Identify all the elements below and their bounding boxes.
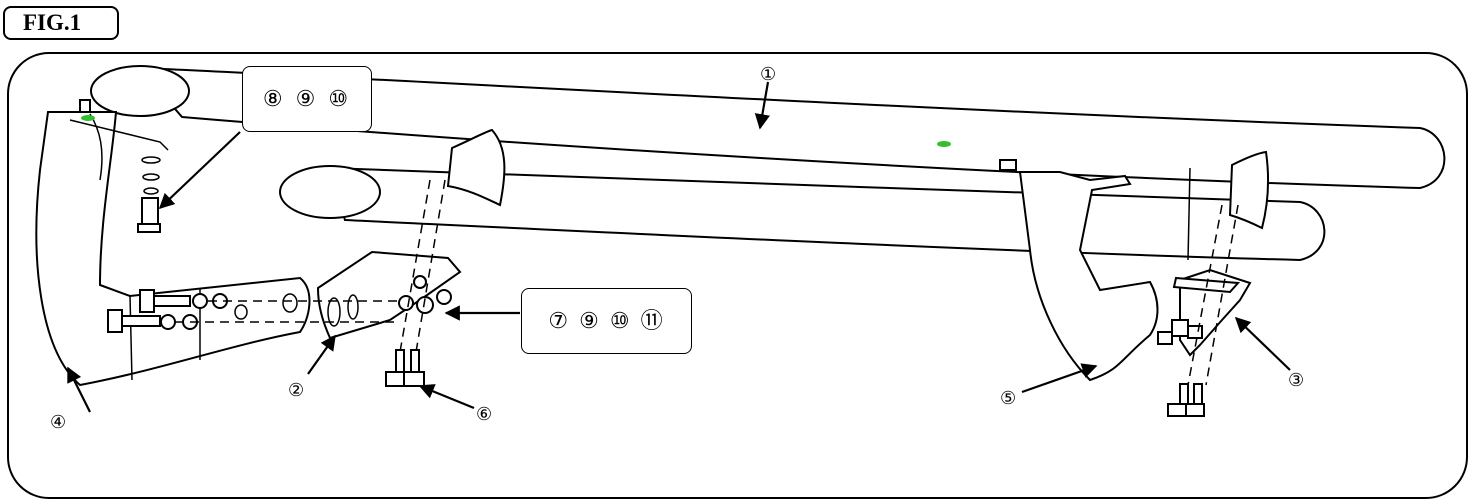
part-number-4: ④ [50, 412, 67, 433]
cross-brace-right [1228, 150, 1270, 230]
diagram-frame [7, 52, 1468, 499]
hardware-callout-upper: ⑧ ⑨ ⑩ [242, 66, 372, 132]
right-side-bracket [999, 159, 1191, 382]
leader-part-6 [418, 384, 475, 410]
right-small-bracket [1157, 204, 1252, 417]
bolt-set-upper-left [137, 156, 161, 233]
leader-part-1 [754, 81, 770, 130]
leader-part-2 [307, 334, 336, 375]
part-number-1: ① [760, 64, 777, 85]
part-number-5: ⑤ [1000, 388, 1017, 409]
left-side-bracket [35, 99, 311, 387]
part-number-3: ③ [1288, 370, 1305, 391]
cross-brace-left [446, 128, 506, 207]
middle-bracket [234, 250, 462, 340]
green-mark [81, 115, 95, 121]
leader-lines [67, 81, 1291, 413]
hardware-callout-middle: ⑦ ⑨ ⑩ ⑪ [521, 288, 692, 354]
figure-label: FIG.1 [3, 6, 119, 40]
bolt-set-middle [107, 275, 452, 333]
upper-tube [90, 65, 1446, 190]
green-mark [937, 141, 951, 147]
part-number-6: ⑥ [476, 404, 493, 425]
leader-part-4 [67, 366, 91, 413]
lower-tube [279, 165, 1326, 262]
leader-callout-a [158, 131, 241, 210]
leader-part-5 [1021, 363, 1098, 394]
leader-part-3 [1234, 316, 1291, 371]
part-number-2: ② [288, 380, 305, 401]
bolt-set-lower [385, 179, 446, 387]
